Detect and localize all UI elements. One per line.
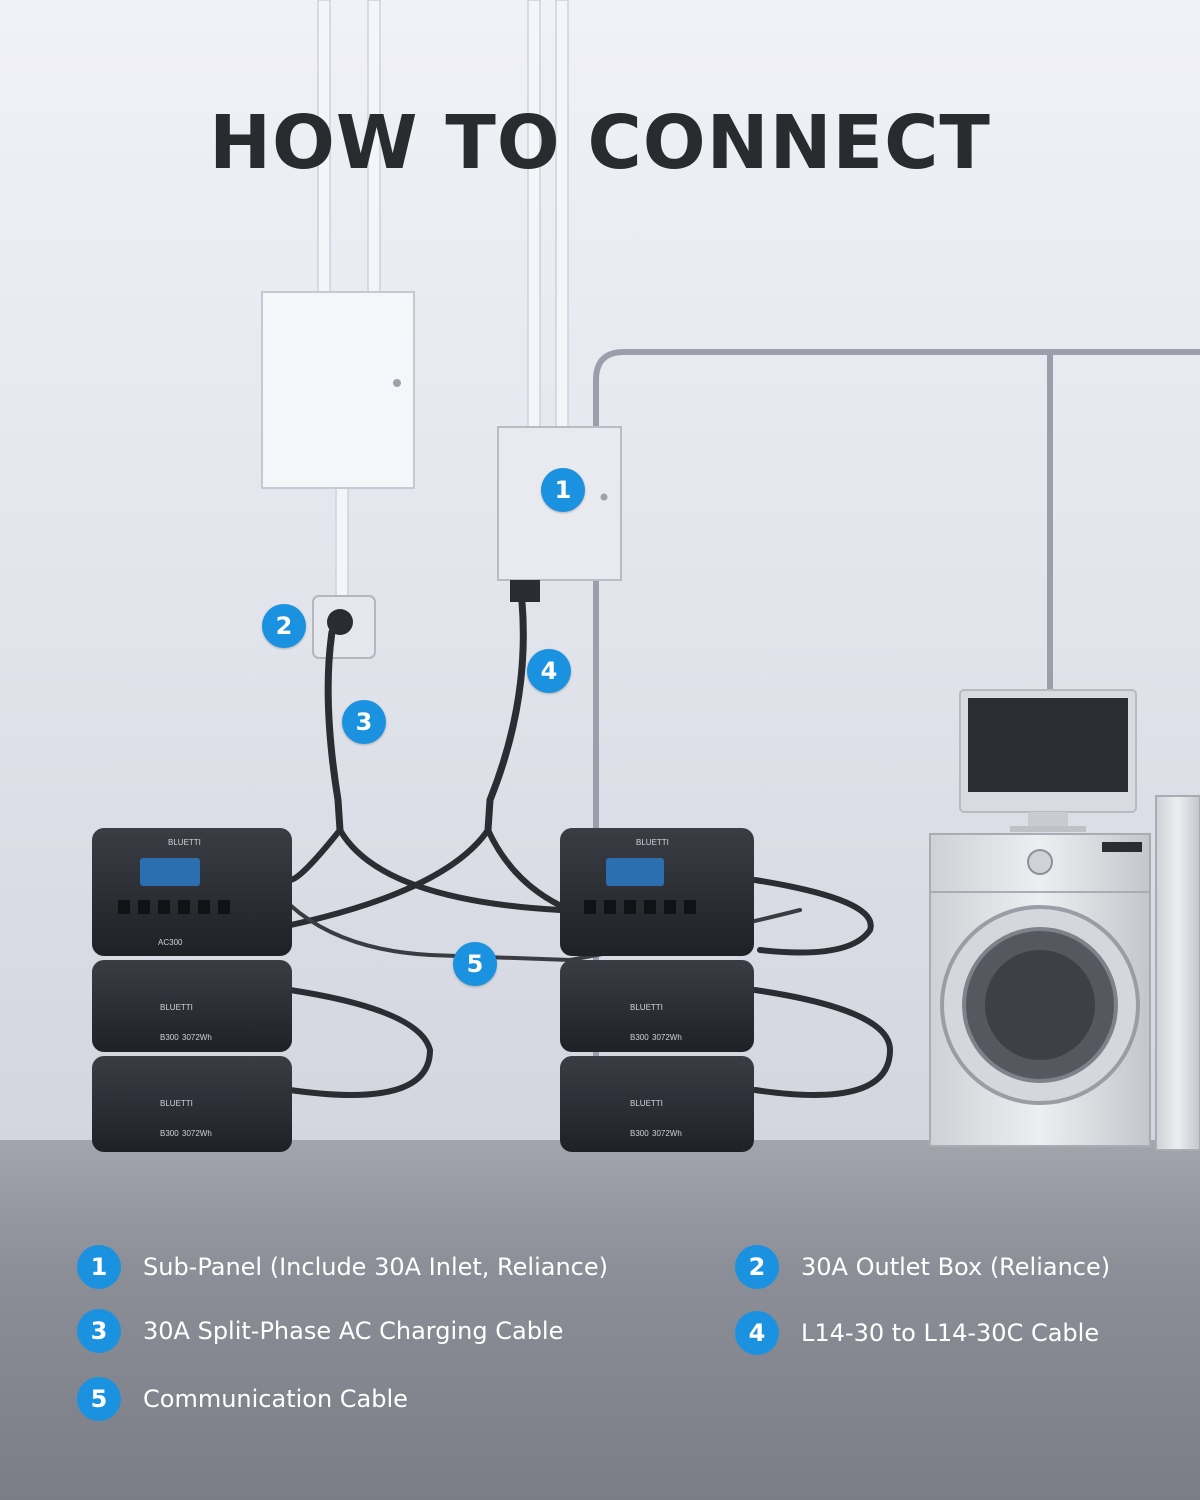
monitor <box>959 689 1137 832</box>
power-station-stack-right <box>560 828 754 1152</box>
left-bottom-model: B300 <box>160 1129 179 1138</box>
callout-badge-3: 3 <box>342 700 386 744</box>
legend-text-1: Sub-Panel (Include 30A Inlet, Reliance) <box>143 1253 608 1281</box>
legend-item-1: 1 Sub-Panel (Include 30A Inlet, Reliance… <box>77 1245 608 1289</box>
legend-badge-5: 5 <box>77 1377 121 1421</box>
legend-item-5: 5 Communication Cable <box>77 1377 408 1421</box>
right-mid-capacity: 3072Wh <box>652 1033 682 1042</box>
legend-badge-3: 3 <box>77 1309 121 1353</box>
right-bottom-capacity: 3072Wh <box>652 1129 682 1138</box>
legend-item-2: 2 30A Outlet Box (Reliance) <box>735 1245 1110 1289</box>
outlet-box <box>312 595 376 659</box>
wall-frame <box>593 349 1200 1100</box>
main-electrical-panel <box>261 291 415 489</box>
right-bottom-brand: BLUETTI <box>630 1099 663 1108</box>
l14-cable <box>484 598 527 834</box>
callout-badge-1: 1 <box>541 468 585 512</box>
charging-cable <box>324 628 344 834</box>
legend-text-5: Communication Cable <box>143 1385 408 1413</box>
stove <box>1155 795 1200 1151</box>
callout-badge-2: 2 <box>262 604 306 648</box>
power-station-stack-left <box>92 828 292 1152</box>
right-bottom-model: B300 <box>630 1129 649 1138</box>
right-top-brand: BLUETTI <box>636 838 669 847</box>
left-bottom-capacity: 3072Wh <box>182 1129 212 1138</box>
sub-panel <box>497 426 622 602</box>
legend-text-4: L14-30 to L14-30C Cable <box>801 1319 1100 1347</box>
washing-machine <box>929 833 1151 1147</box>
page-title: HOW TO CONNECT <box>209 100 991 186</box>
left-bottom-brand: BLUETTI <box>160 1099 193 1108</box>
legend-item-4: 4 L14-30 to L14-30C Cable <box>735 1311 1099 1355</box>
legend-badge-1: 1 <box>77 1245 121 1289</box>
left-top-model: AC300 <box>158 938 183 947</box>
legend-text-2: 30A Outlet Box (Reliance) <box>801 1253 1111 1281</box>
left-top-brand: BLUETTI <box>168 838 201 847</box>
legend-badge-2: 2 <box>735 1245 779 1289</box>
left-mid-capacity: 3072Wh <box>182 1033 212 1042</box>
legend-badge-4: 4 <box>735 1311 779 1355</box>
callout-badge-4: 4 <box>527 649 571 693</box>
right-mid-brand: BLUETTI <box>630 1003 663 1012</box>
floor-background <box>0 1140 1200 1500</box>
legend-text-3: 30A Split-Phase AC Charging Cable <box>143 1317 564 1345</box>
left-mid-brand: BLUETTI <box>160 1003 193 1012</box>
left-mid-model: B300 <box>160 1033 179 1042</box>
callout-badge-5: 5 <box>453 942 497 986</box>
right-mid-model: B300 <box>630 1033 649 1042</box>
legend-item-3: 3 30A Split-Phase AC Charging Cable <box>77 1309 563 1353</box>
